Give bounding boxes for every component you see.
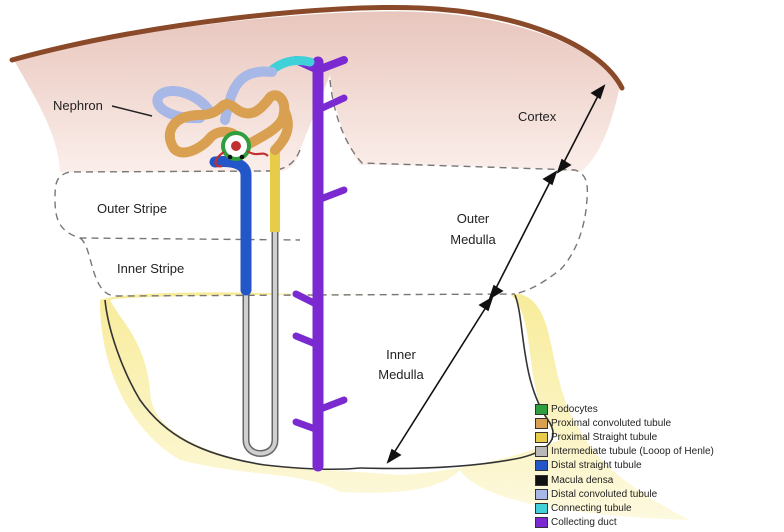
- legend-swatch: [535, 475, 548, 486]
- inner-medulla-line2: Medulla: [366, 365, 436, 385]
- legend-swatch: [535, 460, 548, 471]
- legend-swatch: [535, 503, 548, 514]
- legend-swatch: [535, 418, 548, 429]
- legend-label: Proximal convoluted tubule: [551, 418, 671, 429]
- legend-item: Collecting duct: [535, 516, 714, 530]
- legend-swatch: [535, 404, 548, 415]
- legend-item: Connecting tubule: [535, 501, 714, 515]
- legend-swatch: [535, 489, 548, 500]
- distal-straight-tubule: [215, 162, 246, 290]
- legend-item: Podocytes: [535, 402, 714, 416]
- legend-swatch: [535, 432, 548, 443]
- legend-item: Intermediate tubule (Looop of Henle): [535, 445, 714, 459]
- inner-medulla-label: Inner Medulla: [366, 345, 436, 385]
- legend-label: Proximal Straight tubule: [551, 432, 657, 443]
- legend-label: Podocytes: [551, 404, 598, 415]
- cortex-label: Cortex: [518, 109, 556, 124]
- outer-medulla-line1: Outer: [438, 208, 508, 229]
- legend-item: Distal straight tubule: [535, 459, 714, 473]
- inner-medulla-line1: Inner: [366, 345, 436, 365]
- legend-label: Distal convoluted tubule: [551, 489, 657, 500]
- legend-item: Distal convoluted tubule: [535, 487, 714, 501]
- legend-item: Proximal convoluted tubule: [535, 416, 714, 430]
- legend-swatch: [535, 517, 548, 528]
- legend-swatch: [535, 446, 548, 457]
- outer-medulla-label: Outer Medulla: [438, 208, 508, 250]
- legend-label: Collecting duct: [551, 517, 617, 528]
- legend-item: Proximal Straight tubule: [535, 430, 714, 444]
- legend-item: Macula densa: [535, 473, 714, 487]
- nephron-label: Nephron: [53, 98, 103, 113]
- legend-label: Intermediate tubule (Looop of Henle): [551, 446, 714, 457]
- legend-label: Distal straight tubule: [551, 460, 642, 471]
- legend-label: Connecting tubule: [551, 503, 632, 514]
- outer-stripe-label: Outer Stripe: [97, 201, 167, 216]
- inner-stripe-label: Inner Stripe: [117, 261, 184, 276]
- legend-label: Macula densa: [551, 475, 613, 486]
- outer-medulla-line2: Medulla: [438, 229, 508, 250]
